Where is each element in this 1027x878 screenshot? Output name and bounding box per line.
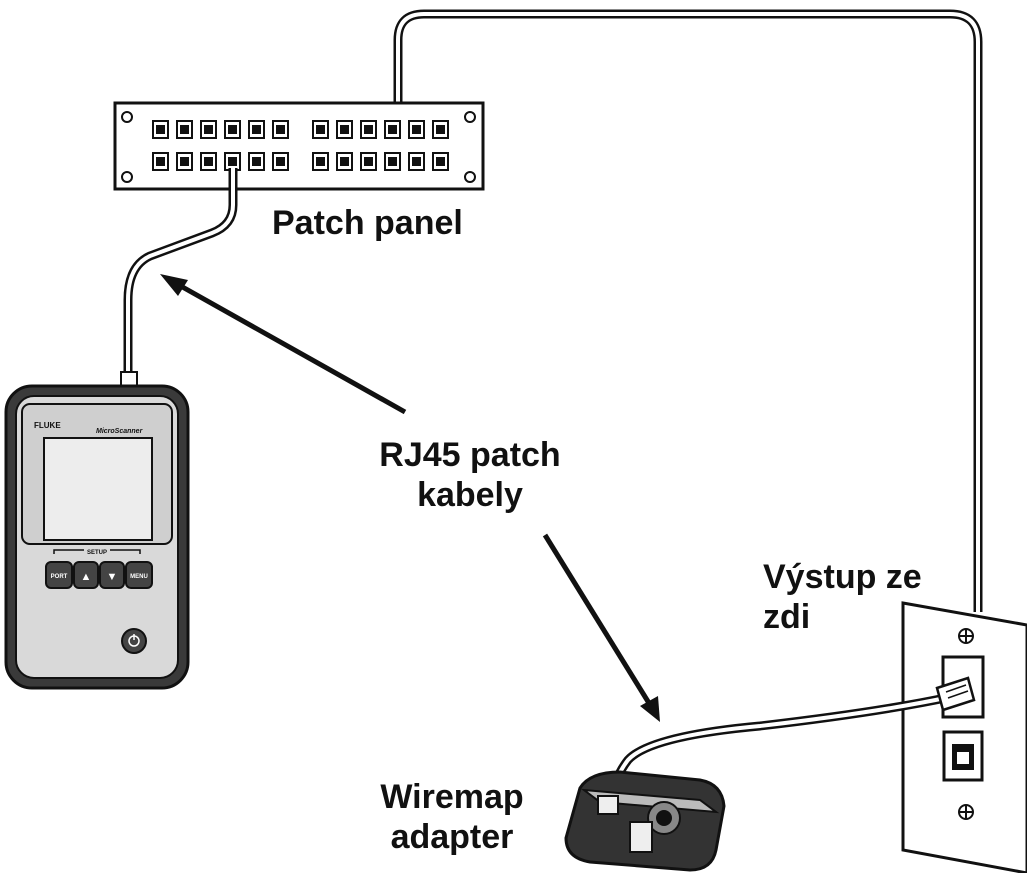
tester-button-port-label: PORT [51,574,68,580]
arrow-to-panel-cable [168,277,407,415]
tester-button-menu-label: MENU [130,574,148,580]
panel-port-opening [228,157,237,166]
panel-port-opening [156,157,165,166]
panel-port-opening [364,125,373,134]
panel-port-opening [204,125,213,134]
label-wall-line1: Výstup ze [763,558,922,596]
panel-port-opening [276,125,285,134]
panel-port-opening [340,125,349,134]
panel-port-opening [252,125,261,134]
tester-button-down-label: ▼ [107,571,118,583]
panel-to-tester-cable [120,168,238,387]
label-patch-panel: Patch panel [272,204,463,242]
panel-port-opening [412,157,421,166]
tester-button-up [73,561,99,589]
rj45-plug-icon [935,676,976,712]
cable-tester: FLUKE MicroScanner SETUP PORT ▲ ▼ MENU [4,384,190,690]
panel-port-opening [180,125,189,134]
panel-port-opening [276,157,285,166]
panel-port-opening [388,125,397,134]
tester-model: MicroScanner [96,428,144,435]
panel-port-opening [180,157,189,166]
tester-button-up-label: ▲ [81,571,92,583]
power-button-icon [121,628,147,654]
wall-outlet [901,601,1027,875]
tester-button-down [99,561,125,589]
panel-port-opening [364,157,373,166]
label-rj45-patch-cables: RJ45 patch kabely [330,435,610,515]
panel-port-opening [204,157,213,166]
panel-port-opening [436,125,445,134]
panel-port-opening [156,125,165,134]
panel-screw [121,171,133,183]
panel-screw [464,171,476,183]
panel-screw [121,111,133,123]
wiremap-adapter [564,770,726,872]
panel-port-opening [316,125,325,134]
panel-screw [464,111,476,123]
tester-button-port [45,561,73,589]
panel-port-opening [252,157,261,166]
tester-setup-label: SETUP [87,550,107,556]
panel-to-wall-cable [393,9,983,612]
panel-ports [152,120,449,171]
panel-port-opening [412,125,421,134]
panel-port-opening [340,157,349,166]
tester-brand: FLUKE [34,421,61,430]
panel-port-opening [316,157,325,166]
label-adapter-line1: Wiremap [380,778,524,816]
tester-screen [43,437,153,541]
label-rj45-line2: kabely [417,476,523,514]
panel-port-opening [228,125,237,134]
label-wall-outlet: Výstup ze zdi [763,557,922,637]
label-wiremap-adapter: Wiremap adapter [352,777,552,857]
panel-port-opening [436,157,445,166]
panel-port-opening [388,157,397,166]
tester-button-menu [125,561,153,589]
label-adapter-line2: adapter [390,818,514,856]
wall-screw-top [958,628,974,644]
arrow-to-adapter-cable [542,533,655,710]
label-rj45-line1: RJ45 patch [379,436,561,474]
wall-screw-bottom [958,804,974,820]
label-wall-line2: zdi [763,598,811,636]
patch-panel [113,101,485,191]
